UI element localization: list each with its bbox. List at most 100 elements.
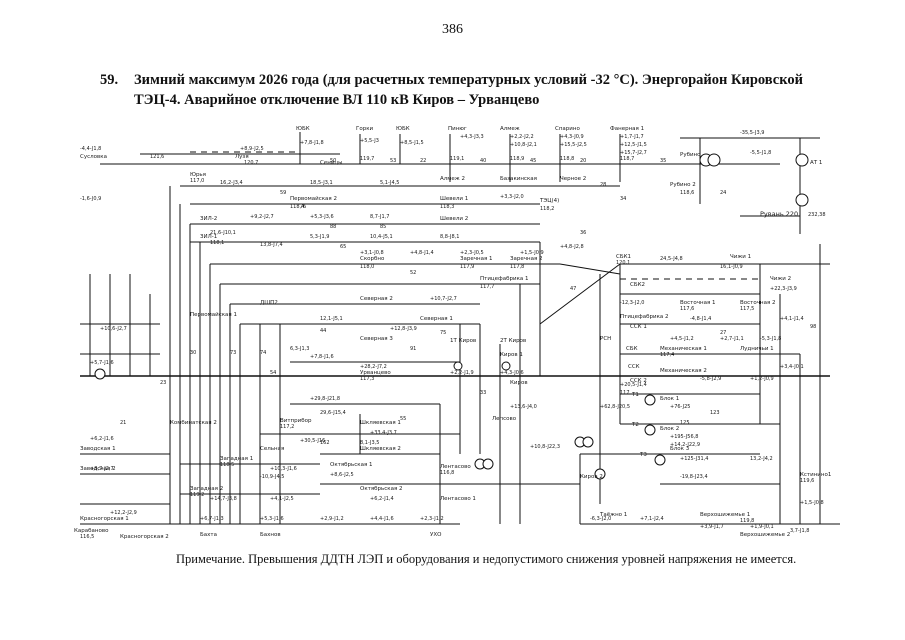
node-label: Чижи 1 [730, 254, 751, 260]
node-label: АТ 1 [810, 160, 822, 166]
flow-label: +1,2-J0,9 [750, 376, 774, 382]
flow-label: +8,6-J2,5 [330, 472, 354, 478]
line-load-numbers: 50 53 59 28 34 45 40 22 20 35 24 76 85 8… [120, 158, 816, 446]
line-number: 20 [580, 158, 586, 164]
voltage-label: 116,5 [80, 534, 94, 540]
flow-label: -10,9-J4,5 [260, 474, 284, 480]
line-number: 123 [710, 410, 720, 416]
flow-label: +4,1-J2,5 [270, 496, 294, 502]
flow-label: +4,8-J1,4 [410, 250, 434, 256]
node-label: Т1 [631, 392, 639, 398]
node-label: Сельная [260, 446, 284, 452]
voltage-label: 119,7 [360, 156, 374, 162]
line-number: 59 [280, 190, 286, 196]
flow-label: +4,3-J0,6 [500, 370, 524, 376]
node-label: Горки [356, 126, 374, 132]
node-label: Бахнов [260, 532, 281, 538]
node-label: Т2 [631, 422, 639, 428]
disconnected-lines [190, 151, 760, 280]
node-label: Блок 2 [660, 426, 679, 432]
node-label: Таёжно 1 [599, 512, 627, 518]
node-label: Первомайская 1 [190, 311, 237, 318]
node-label: ССК [628, 364, 640, 370]
flow-label: 5,1-J4,5 [380, 180, 399, 186]
node-label: 1Т Киров [450, 338, 476, 344]
flow-label: +6,7-J1,3 [200, 516, 224, 522]
flow-label: +30,5-J16 [300, 438, 325, 444]
line-number: 28 [600, 182, 606, 188]
node-label: Рубино 2 [670, 182, 696, 188]
line-number: 88 [330, 224, 336, 230]
flow-label: -5,5-J1,8 [750, 150, 771, 156]
line-number: 91 [410, 346, 416, 352]
page-number: 386 [442, 22, 463, 37]
flow-label: +3,4-J0,1 [780, 364, 804, 370]
flow-label: +3,9-J1,7 [700, 524, 724, 530]
flow-label: +4,3-J0,9 [560, 134, 584, 140]
flow-label: 8,7-J1,7 [370, 214, 389, 220]
flow-label: +125-J31,4 [680, 456, 708, 462]
line-number: 76 [300, 204, 306, 210]
line-number: 162 [320, 440, 330, 446]
node-label: Кстинино1 [800, 472, 831, 478]
voltage-label: 117,8 [510, 264, 524, 270]
node-label: Чижи 2 [770, 276, 791, 282]
flow-label: +8,7-J2,7 [90, 466, 114, 472]
line-number: 98 [810, 324, 816, 330]
flow-label: +1,9-J0,1 [750, 524, 774, 530]
node-label: Шкляевская 1 [360, 420, 401, 426]
voltage-label: 117,4 [660, 352, 674, 358]
flow-label: +10,7-J2,7 [430, 296, 457, 302]
voltage-label: 119,1 [450, 156, 464, 162]
node-label: Верхошижемье 2 [740, 532, 790, 538]
line-number: 55 [400, 416, 406, 422]
flow-label: +1,7-J1,7 [620, 134, 644, 140]
flow-label: 16,2-J3,4 [220, 180, 243, 186]
node-label: Рубино [680, 152, 701, 158]
flow-label: +12,2-J2,9 [110, 510, 137, 516]
node-label: Красногорская 2 [120, 534, 169, 540]
diagram-lines [80, 132, 840, 525]
node-label: Урванцево [360, 370, 391, 376]
node-label: Киров 2 [580, 474, 603, 480]
line-number: 47 [570, 286, 576, 292]
flow-label: +15,5-J2,5 [560, 142, 587, 148]
flow-label: +2,2-J1,9 [450, 370, 474, 376]
flow-label: 8,8-J8,1 [440, 234, 459, 240]
line-number: 45 [530, 158, 536, 164]
voltage-label: 117,2 [280, 424, 294, 430]
node-label: ССК 2 [630, 378, 647, 384]
flow-label: +76-J25 [670, 404, 690, 410]
flow-label: +7,1-J2,4 [640, 516, 664, 522]
voltage-label: 118,4 [290, 204, 304, 210]
flow-label: +62,8-J20,5 [600, 404, 630, 410]
flow-label: +1,5-J0,8 [800, 500, 824, 506]
flow-label: -1,6-J0,9 [80, 196, 101, 202]
flow-label: +10,3-J1,6 [270, 466, 297, 472]
flow-label: +13,6-J4,0 [510, 404, 537, 410]
node-label: ЗИЛ-1 [200, 234, 217, 240]
node-labels: Сусловка Лузя ЮБК Горки ЮБК Пинюг Алмеж … [74, 126, 831, 540]
node-label: Заречная 1 [460, 256, 493, 262]
node-label: Механическая 1 [660, 346, 707, 352]
node-label: Черное 2 [560, 176, 586, 182]
flow-label: +3,1-J0,8 [360, 250, 384, 256]
flow-label: 3,7-J1,8 [790, 528, 809, 534]
node-label: Птицефабрика 2 [620, 314, 669, 320]
voltage-label: 116,8 [440, 470, 454, 476]
flow-label: -5,3-J1,8 [760, 336, 781, 342]
voltage-label: 118,3 [440, 204, 454, 210]
flow-label: +7,8-J1,6 [310, 354, 334, 360]
line-number: 117 [620, 390, 630, 396]
node-label: Шевели 2 [440, 216, 468, 222]
node-label: Блок 1 [660, 396, 679, 402]
node-label: Восточная 2 [740, 300, 776, 306]
node-label: ЮБК [296, 126, 310, 132]
line-number: 35 [660, 158, 666, 164]
line-number: 40 [480, 158, 486, 164]
line-number: 22 [420, 158, 426, 164]
node-label: Комбинатская 2 [170, 420, 217, 426]
node-label: Скорбно [360, 256, 385, 262]
node-label: Шевели 1 [440, 196, 468, 202]
footnote: Примечание. Превышения ДДТН ЛЭП и оборуд… [176, 552, 797, 566]
